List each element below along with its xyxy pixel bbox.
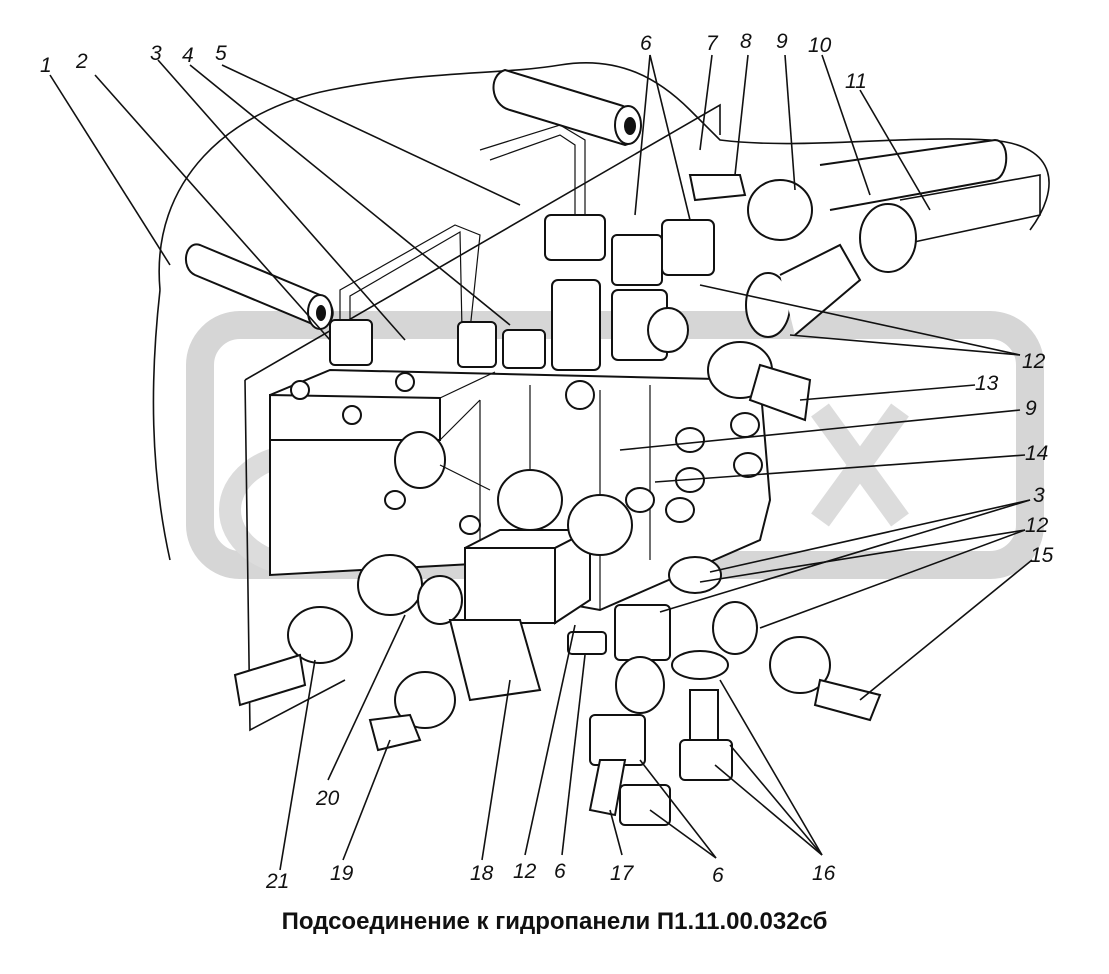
callout-labels: 1 2 3 4 5 6 7 8 9 10 11 12 13 9 14 3 12 …	[40, 30, 1054, 893]
callout-6: 6	[554, 860, 566, 883]
callout-14: 14	[1025, 442, 1048, 465]
callout-1: 1	[40, 54, 52, 77]
callout-12: 12	[1025, 514, 1049, 537]
diagram-caption: Подсоединение к гидропанели П1.11.00.032…	[281, 908, 828, 935]
callout-9: 9	[776, 30, 788, 53]
callout-18: 18	[470, 862, 494, 885]
callout-7: 7	[706, 32, 719, 55]
callout-6: 6	[640, 32, 652, 55]
callout-15: 15	[1030, 544, 1054, 567]
pipes	[185, 68, 1008, 331]
callout-19: 19	[330, 862, 354, 885]
leader-lines	[49, 54, 1033, 871]
callout-10: 10	[808, 34, 832, 57]
callout-8: 8	[740, 30, 752, 53]
callout-3: 3	[1033, 484, 1045, 507]
callout-2: 2	[75, 50, 88, 73]
callout-6: 6	[712, 864, 724, 887]
callout-5: 5	[215, 42, 227, 65]
callout-9: 9	[1025, 397, 1037, 420]
callout-13: 13	[975, 372, 999, 395]
callout-12: 12	[1022, 350, 1046, 373]
callout-21: 21	[265, 870, 289, 893]
callout-16: 16	[812, 862, 836, 885]
callout-12: 12	[513, 860, 537, 883]
callout-3: 3	[150, 42, 162, 65]
callout-17: 17	[610, 862, 635, 885]
callout-4: 4	[182, 44, 194, 67]
callout-11: 11	[845, 70, 867, 93]
callout-20: 20	[315, 787, 340, 810]
